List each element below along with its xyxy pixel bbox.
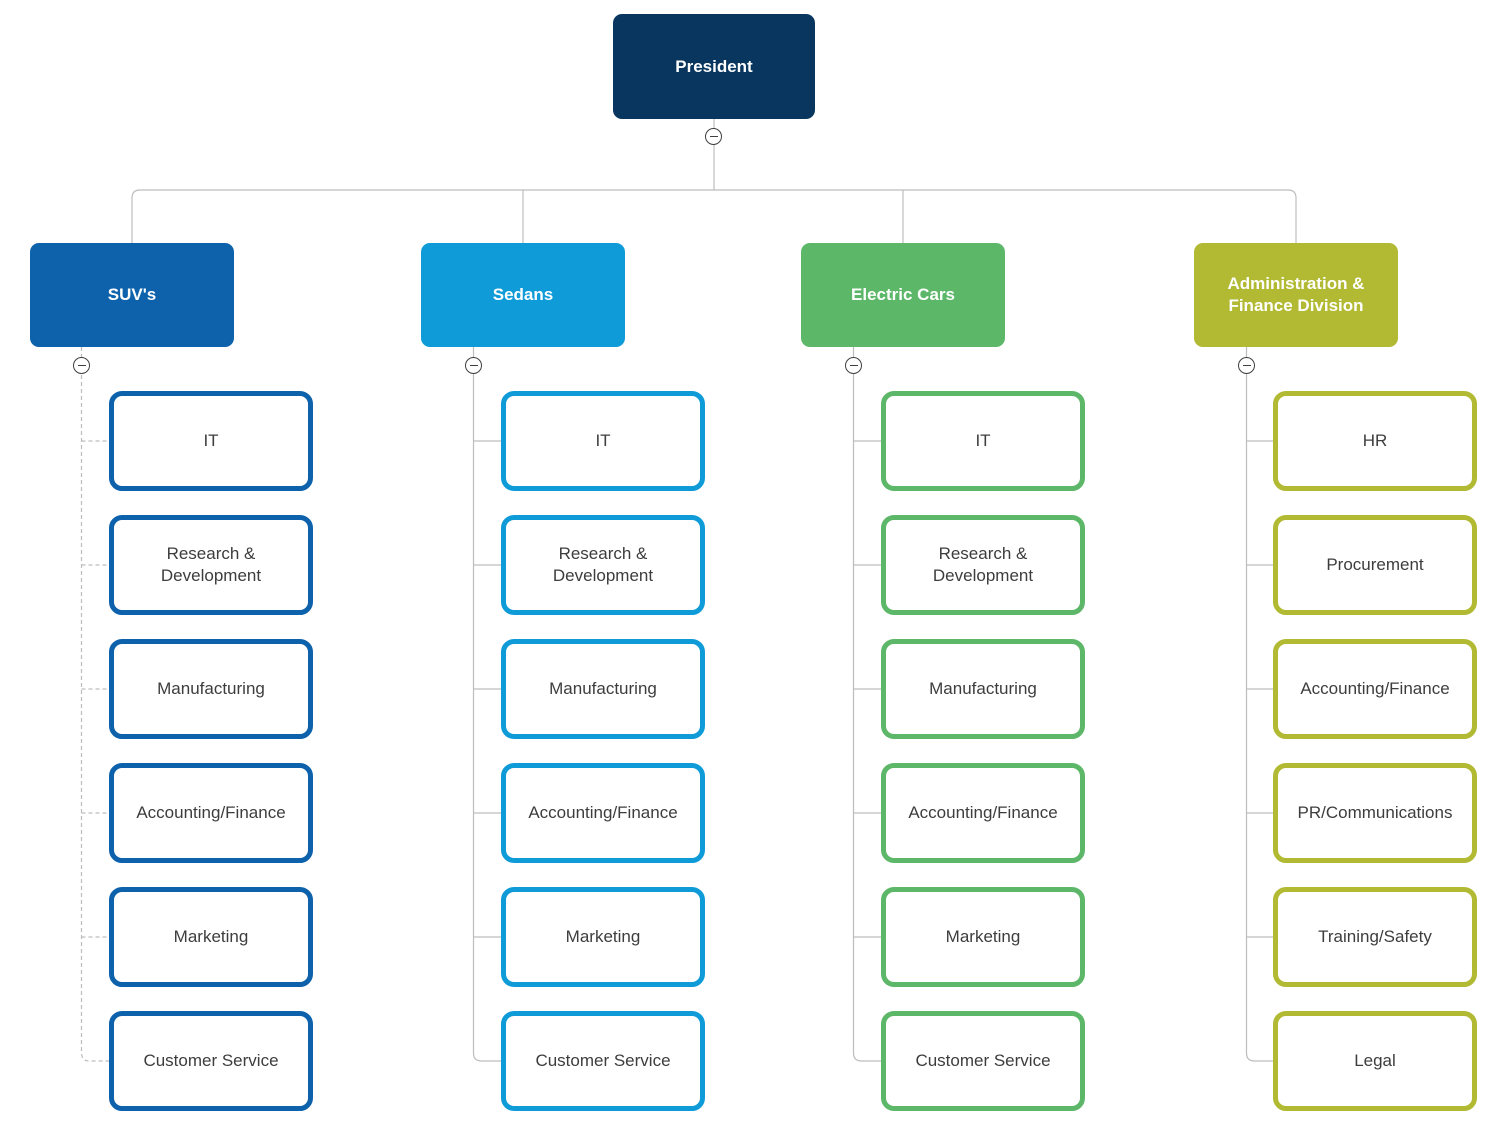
department-node[interactable]: Customer Service — [109, 1011, 313, 1111]
collapse-toggle-sedans[interactable] — [465, 357, 482, 374]
department-node[interactable]: HR — [1273, 391, 1477, 491]
minus-icon — [77, 364, 86, 367]
division-node-admin-finance[interactable]: Administration & Finance Division — [1194, 243, 1398, 347]
department-column-admin-finance: HR Procurement Accounting/Finance PR/Com… — [1273, 391, 1477, 1111]
department-node[interactable]: Manufacturing — [881, 639, 1085, 739]
department-node[interactable]: Training/Safety — [1273, 887, 1477, 987]
department-column-sedans: IT Research & Development Manufacturing … — [501, 391, 705, 1111]
department-node[interactable]: Manufacturing — [501, 639, 705, 739]
department-node[interactable]: Marketing — [881, 887, 1085, 987]
department-node[interactable]: Accounting/Finance — [881, 763, 1085, 863]
department-node[interactable]: Research & Development — [881, 515, 1085, 615]
minus-icon — [1242, 364, 1251, 367]
minus-icon — [849, 364, 858, 367]
department-node[interactable]: Customer Service — [501, 1011, 705, 1111]
department-node[interactable]: Accounting/Finance — [501, 763, 705, 863]
department-node[interactable]: Manufacturing — [109, 639, 313, 739]
division-node-sedans[interactable]: Sedans — [421, 243, 625, 347]
department-node[interactable]: Marketing — [109, 887, 313, 987]
collapse-toggle-president[interactable] — [705, 128, 722, 145]
president-node[interactable]: President — [613, 14, 815, 119]
department-node[interactable]: Legal — [1273, 1011, 1477, 1111]
department-node[interactable]: Accounting/Finance — [1273, 639, 1477, 739]
department-node[interactable]: Accounting/Finance — [109, 763, 313, 863]
minus-icon — [709, 135, 718, 138]
department-node[interactable]: Customer Service — [881, 1011, 1085, 1111]
division-node-suvs[interactable]: SUV's — [30, 243, 234, 347]
department-column-suvs: IT Research & Development Manufacturing … — [109, 391, 313, 1111]
department-node[interactable]: Marketing — [501, 887, 705, 987]
department-node[interactable]: Research & Development — [501, 515, 705, 615]
collapse-toggle-electric-cars[interactable] — [845, 357, 862, 374]
division-node-electric-cars[interactable]: Electric Cars — [801, 243, 1005, 347]
department-node[interactable]: IT — [881, 391, 1085, 491]
department-node[interactable]: IT — [501, 391, 705, 491]
department-column-electric-cars: IT Research & Development Manufacturing … — [881, 391, 1085, 1111]
department-node[interactable]: PR/Communications — [1273, 763, 1477, 863]
collapse-toggle-admin-finance[interactable] — [1238, 357, 1255, 374]
department-node[interactable]: IT — [109, 391, 313, 491]
department-node[interactable]: Research & Development — [109, 515, 313, 615]
department-node[interactable]: Procurement — [1273, 515, 1477, 615]
minus-icon — [469, 364, 478, 367]
collapse-toggle-suvs[interactable] — [73, 357, 90, 374]
